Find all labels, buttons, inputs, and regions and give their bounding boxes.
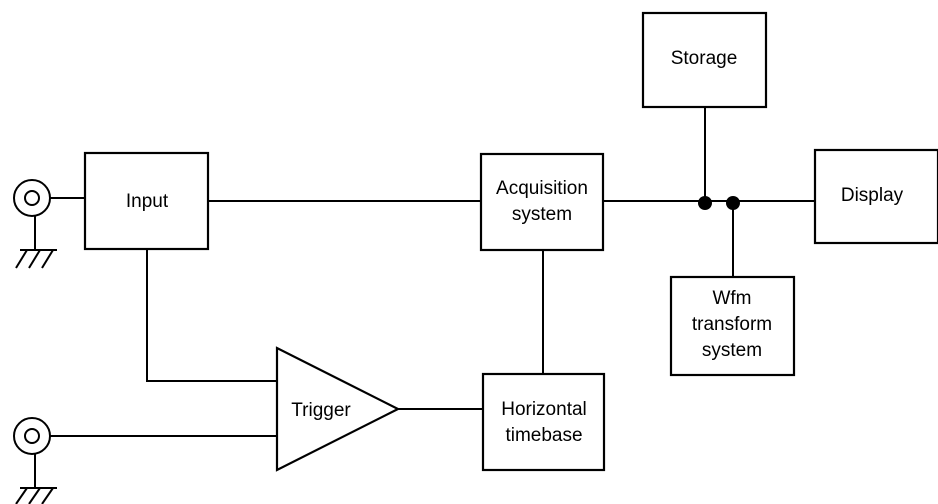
acquisition-system-block: Acquisition system	[479, 152, 605, 252]
display-label: Display	[841, 185, 904, 206]
ground-icon	[15, 216, 57, 269]
storage-block: Storage	[641, 11, 768, 109]
horizontal-label-line2: timebase	[505, 425, 582, 446]
ground-icon	[15, 454, 57, 504]
horizontal-label-line1: Horizontal	[501, 399, 587, 420]
horizontal-timebase-block: Horizontal timebase	[481, 372, 606, 472]
acquisition-label-line1: Acquisition	[496, 178, 588, 199]
input-label: Input	[126, 191, 169, 212]
storage-label: Storage	[671, 48, 738, 69]
acquisition-label-line2: system	[512, 204, 572, 225]
display-block: Display	[813, 148, 938, 245]
bnc-connector-icon	[13, 417, 57, 504]
junction-dot-storage	[698, 196, 712, 210]
wfm-transform-system-block: Wfm transform system	[669, 275, 796, 377]
trigger-label: Trigger	[291, 400, 351, 421]
bnc-connector-icon	[13, 179, 57, 269]
wfm-label-line2: transform	[692, 314, 772, 335]
wire-input-to-trigger	[146, 249, 277, 382]
trigger-amplifier: Trigger	[275, 346, 401, 472]
input-block: Input	[83, 151, 210, 251]
wfm-label-line1: Wfm	[712, 288, 751, 309]
wfm-label-line3: system	[702, 340, 762, 361]
junction-dot-wfm	[726, 196, 740, 210]
